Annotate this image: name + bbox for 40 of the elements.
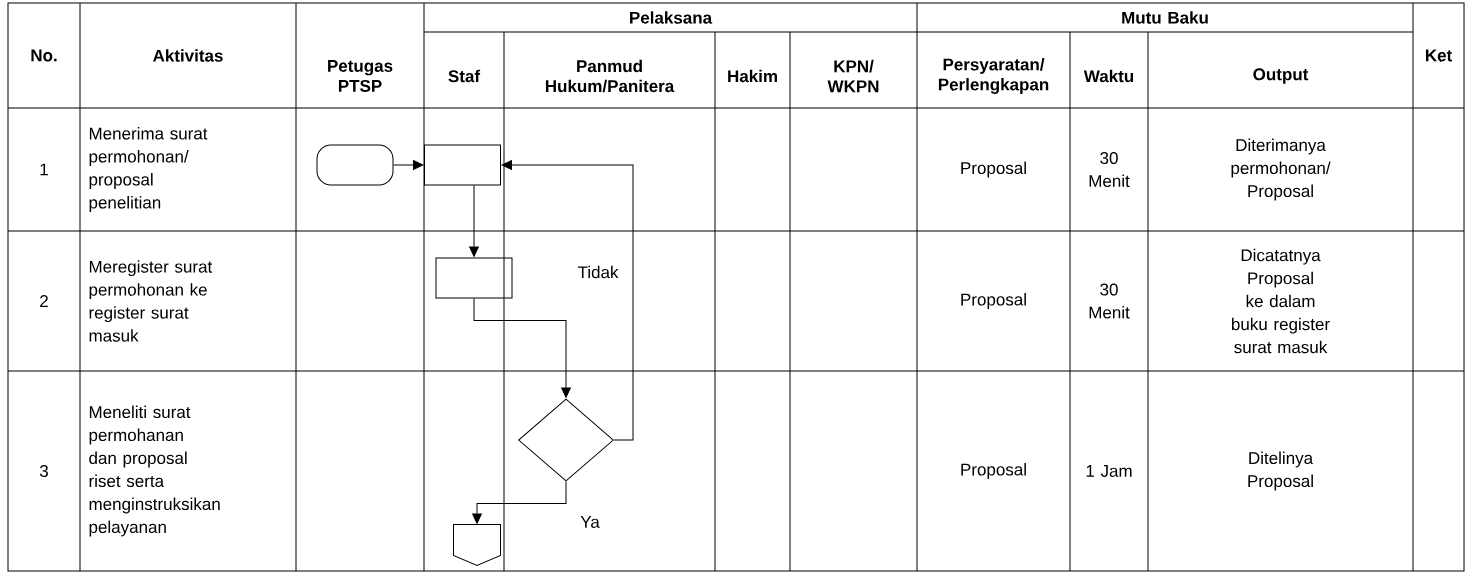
output-text: Diterimanya permohonan/ Proposal (1231, 138, 1331, 201)
terminator-shape (316, 144, 394, 186)
output-text: Dicatatnya Proposal ke dalam buku register surat masuk (1232, 248, 1330, 354)
requirement-text: Proposal (961, 293, 1026, 309)
row-number: 1 (40, 163, 48, 176)
activity-text: Menerima surat permohonan/ proposal penelitian (89, 127, 208, 212)
column-header: Hakim (728, 69, 777, 83)
duration-text: 30 Menit (1089, 283, 1130, 319)
requirement-text: Proposal (961, 161, 1026, 178)
activity-text: Meregister surat permohonan ke register surat masuk (89, 260, 213, 342)
column-header: Persyaratan/ Perlengkapan (938, 58, 1049, 94)
arrow (472, 481, 567, 524)
edge-label: Tidak (577, 265, 619, 279)
column-header: Aktivitas (153, 49, 223, 62)
column-header: Output (1253, 68, 1309, 84)
duration-text: 1 Jam (1086, 465, 1132, 477)
edge-label: Ya (580, 516, 600, 528)
activity-text: Meneliti surat permohanan dan proposal riset serta menginstruksikan pelayanan (89, 405, 220, 537)
row-number: 2 (40, 295, 48, 307)
requirement-text: Proposal (961, 463, 1026, 479)
column-header: Waktu (1083, 69, 1134, 83)
column-header: KPN/ WKPN (827, 59, 879, 93)
column-header: Staf (448, 69, 481, 83)
duration-text: 30 Menit (1089, 152, 1130, 188)
column-header: No. (31, 49, 57, 62)
arrow (393, 160, 424, 170)
off-page-connector (453, 524, 501, 566)
process-box (435, 257, 513, 299)
column-header: Petugas PTSP (328, 60, 393, 92)
arrow (469, 185, 479, 257)
arrow (501, 160, 634, 441)
output-text: Ditelinya Proposal (1248, 451, 1314, 491)
column-header: Mutu Baku (1122, 11, 1208, 24)
column-header: Panmud Hukum/Panitera (545, 59, 675, 93)
row-number: 3 (39, 465, 48, 478)
column-header: Pelaksana (630, 11, 713, 24)
decision-diamond (518, 398, 614, 482)
column-header: Ket (1425, 49, 1452, 62)
process-box (424, 144, 501, 186)
arrow (473, 298, 571, 398)
